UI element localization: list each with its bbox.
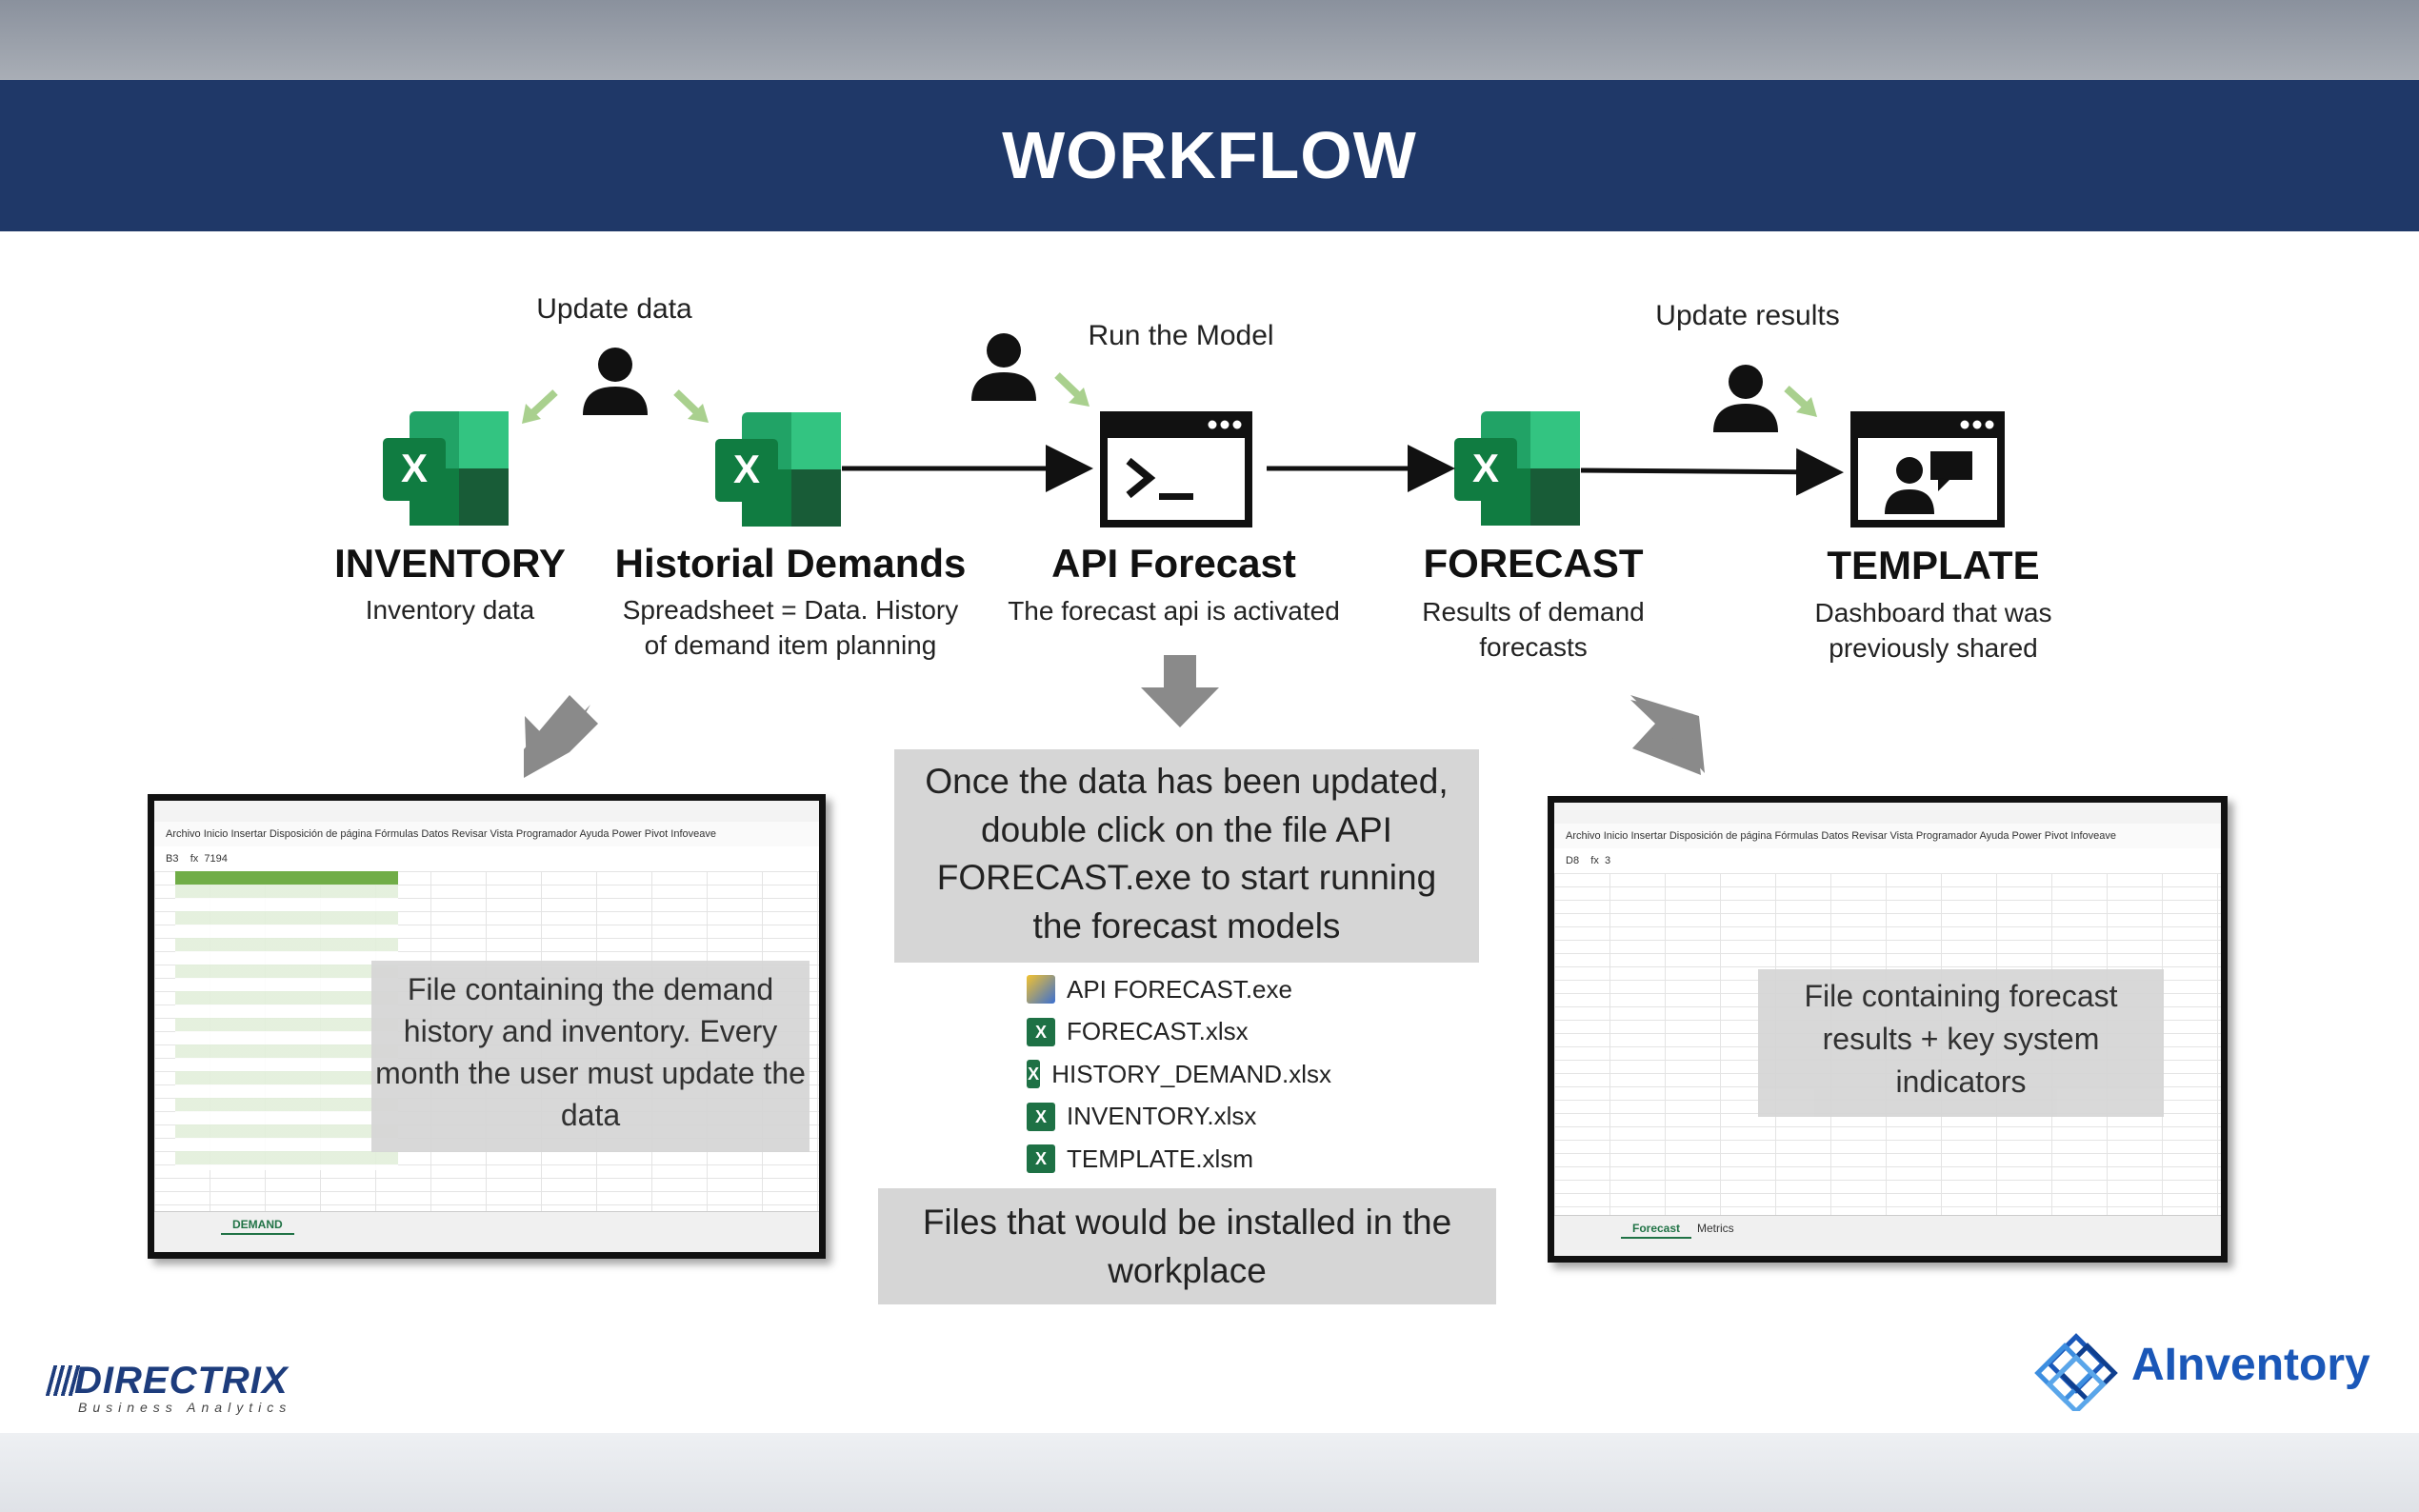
node-desc-history: Spreadsheet = Data. History of demand it… xyxy=(622,595,959,660)
file-item[interactable]: X FORECAST.xlsx xyxy=(1027,1011,1331,1054)
ainventory-logo-name: AInventory xyxy=(2131,1340,2370,1390)
file-name: FORECAST.xlsx xyxy=(1067,1017,1249,1046)
sheet-tab-metrics[interactable]: Metrics xyxy=(1697,1222,1734,1235)
directrix-logo-name: DIRECTRIX xyxy=(74,1360,289,1402)
node-desc-template: Dashboard that was previously shared xyxy=(1814,598,2052,663)
node-title-inventory: INVENTORY xyxy=(334,541,566,586)
green-arrow-to-history xyxy=(673,389,709,423)
sheet-ribbon-left: Archivo Inicio Insertar Disposición de p… xyxy=(154,822,819,847)
directrix-logo: DIRECTRIX Business Analytics xyxy=(45,1360,326,1415)
excel-icon-history: X xyxy=(715,412,841,527)
file-name: API FORECAST.exe xyxy=(1067,974,1292,1004)
sheet-ribbon-right: Archivo Inicio Insertar Disposición de p… xyxy=(1554,824,2221,849)
action-update-results: Update results xyxy=(1655,300,1840,331)
file-item[interactable]: X TEMPLATE.xlsm xyxy=(1027,1138,1331,1181)
directrix-logo-sub: Business Analytics xyxy=(78,1400,292,1415)
file-list: API FORECAST.exe X FORECAST.xlsx X HISTORY… xyxy=(1027,968,1331,1181)
node-title-api: API Forecast xyxy=(1051,541,1296,586)
file-item[interactable]: API FORECAST.exe xyxy=(1027,968,1331,1011)
green-arrow-to-template xyxy=(1784,386,1817,417)
spreadsheet-left: Archivo Inicio Insertar Disposición de p… xyxy=(148,794,826,1259)
action-run-model: Run the Model xyxy=(1088,320,1274,351)
page-title: WORKFLOW xyxy=(1002,118,1417,192)
sheet-tab-forecast[interactable]: Forecast xyxy=(1621,1220,1692,1239)
node-desc-inventory: Inventory data xyxy=(365,595,535,625)
note-left-sheet: File containing the demand history and i… xyxy=(371,961,810,1152)
top-band xyxy=(0,0,2419,80)
sheet-cell-ref-left: B3 xyxy=(166,853,179,865)
grey-arrow-down-center xyxy=(1141,655,1219,727)
person-icon-run-model xyxy=(971,333,1036,401)
arrow-forecast-to-template xyxy=(1580,448,1844,496)
node-title-history: Historial Demands xyxy=(614,541,967,586)
ainventory-logo: AInventory xyxy=(2029,1325,2381,1411)
terminal-icon xyxy=(1100,411,1252,527)
grey-arrow-to-right-sheet xyxy=(1630,695,1705,775)
spreadsheet-right: Archivo Inicio Insertar Disposición de p… xyxy=(1548,796,2228,1263)
svg-text:X: X xyxy=(1472,446,1499,490)
sheet-cell-ref-right: D8 xyxy=(1566,855,1580,866)
node-title-forecast: FORECAST xyxy=(1423,541,1644,586)
file-item[interactable]: X INVENTORY.xlsx xyxy=(1027,1096,1331,1139)
note-center-files: Files that would be installed in the wor… xyxy=(878,1188,1496,1304)
file-name: HISTORY_DEMAND.xlsx xyxy=(1051,1059,1331,1088)
exe-icon xyxy=(1027,975,1055,1005)
file-item[interactable]: X HISTORY_DEMAND.xlsx xyxy=(1027,1053,1331,1096)
node-desc-forecast: Results of demand forecasts xyxy=(1422,597,1645,662)
svg-text:X: X xyxy=(733,447,760,491)
sheet-formula-left: 7194 xyxy=(204,853,228,865)
action-update-data: Update data xyxy=(536,293,692,325)
excel-icon: X xyxy=(1027,1102,1055,1131)
dashboard-icon xyxy=(1850,411,2005,527)
node-desc-api: The forecast api is activated xyxy=(1008,596,1340,626)
sheet-formula-right: 3 xyxy=(1604,855,1611,866)
bottom-band xyxy=(0,1433,2419,1512)
svg-text:X: X xyxy=(401,446,428,490)
sheet-tab-demand[interactable]: DEMAND xyxy=(221,1216,294,1235)
person-icon-update-results xyxy=(1713,365,1778,432)
excel-icon: X xyxy=(1027,1144,1055,1174)
green-arrow-to-api xyxy=(1054,372,1090,407)
excel-icon-forecast: X xyxy=(1454,411,1580,526)
note-center-instructions: Once the data has been updated, double c… xyxy=(894,749,1479,963)
green-arrow-to-inventory xyxy=(522,389,558,424)
title-bar: WORKFLOW xyxy=(0,80,2419,231)
excel-icon-inventory: X xyxy=(383,411,509,526)
person-icon-update-data xyxy=(583,348,648,415)
grey-arrow-to-left-sheet xyxy=(524,695,598,778)
file-name: INVENTORY.xlsx xyxy=(1067,1102,1257,1131)
ainventory-logo-mark xyxy=(2034,1333,2118,1411)
node-title-template: TEMPLATE xyxy=(1827,543,2040,587)
file-name: TEMPLATE.xlsm xyxy=(1067,1144,1253,1173)
excel-icon: X xyxy=(1027,1017,1055,1046)
note-right-sheet: File containing forecast results + key s… xyxy=(1758,969,2164,1117)
excel-icon: X xyxy=(1027,1060,1041,1089)
